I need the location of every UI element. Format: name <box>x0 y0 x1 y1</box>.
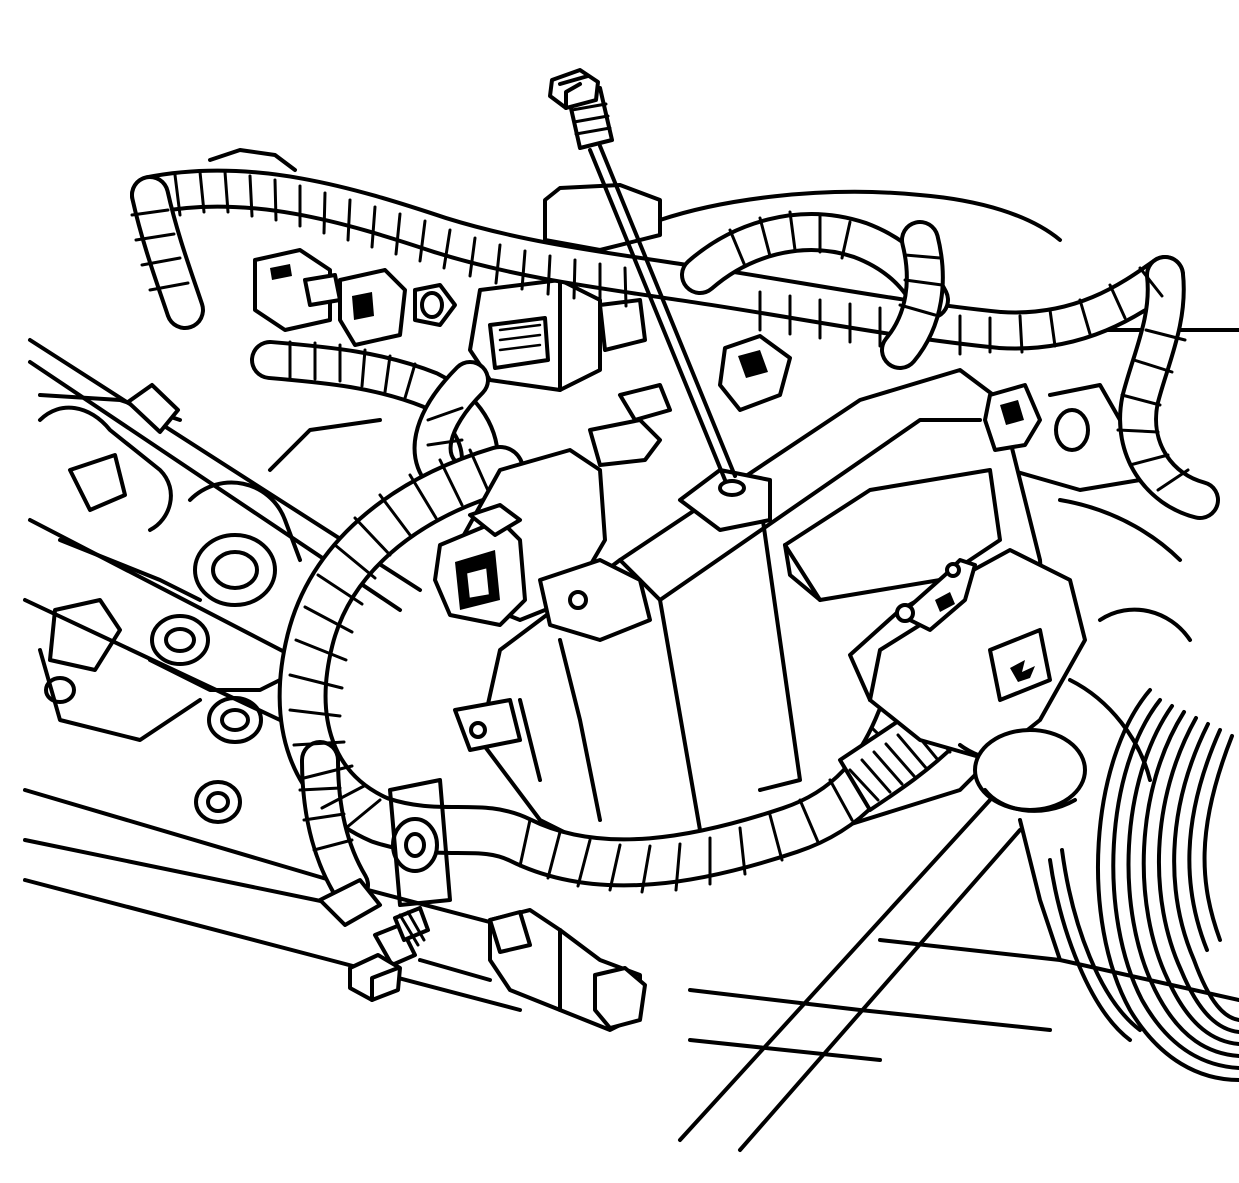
support-strut <box>678 798 1022 1152</box>
mounting-bolt-top <box>548 68 737 482</box>
hose-fitting-bottom <box>418 908 647 1032</box>
drive-pulley <box>1048 688 1239 1082</box>
lower-boss <box>388 778 452 907</box>
ground-bolt-bottom-left <box>318 878 430 1002</box>
wiring-harness-main <box>130 168 1220 905</box>
electrical-connector-center <box>433 383 672 752</box>
fuel-injector-connectors <box>253 248 1122 452</box>
electrical-connector-right <box>848 548 1087 813</box>
engine-block-outline <box>23 148 1239 1062</box>
